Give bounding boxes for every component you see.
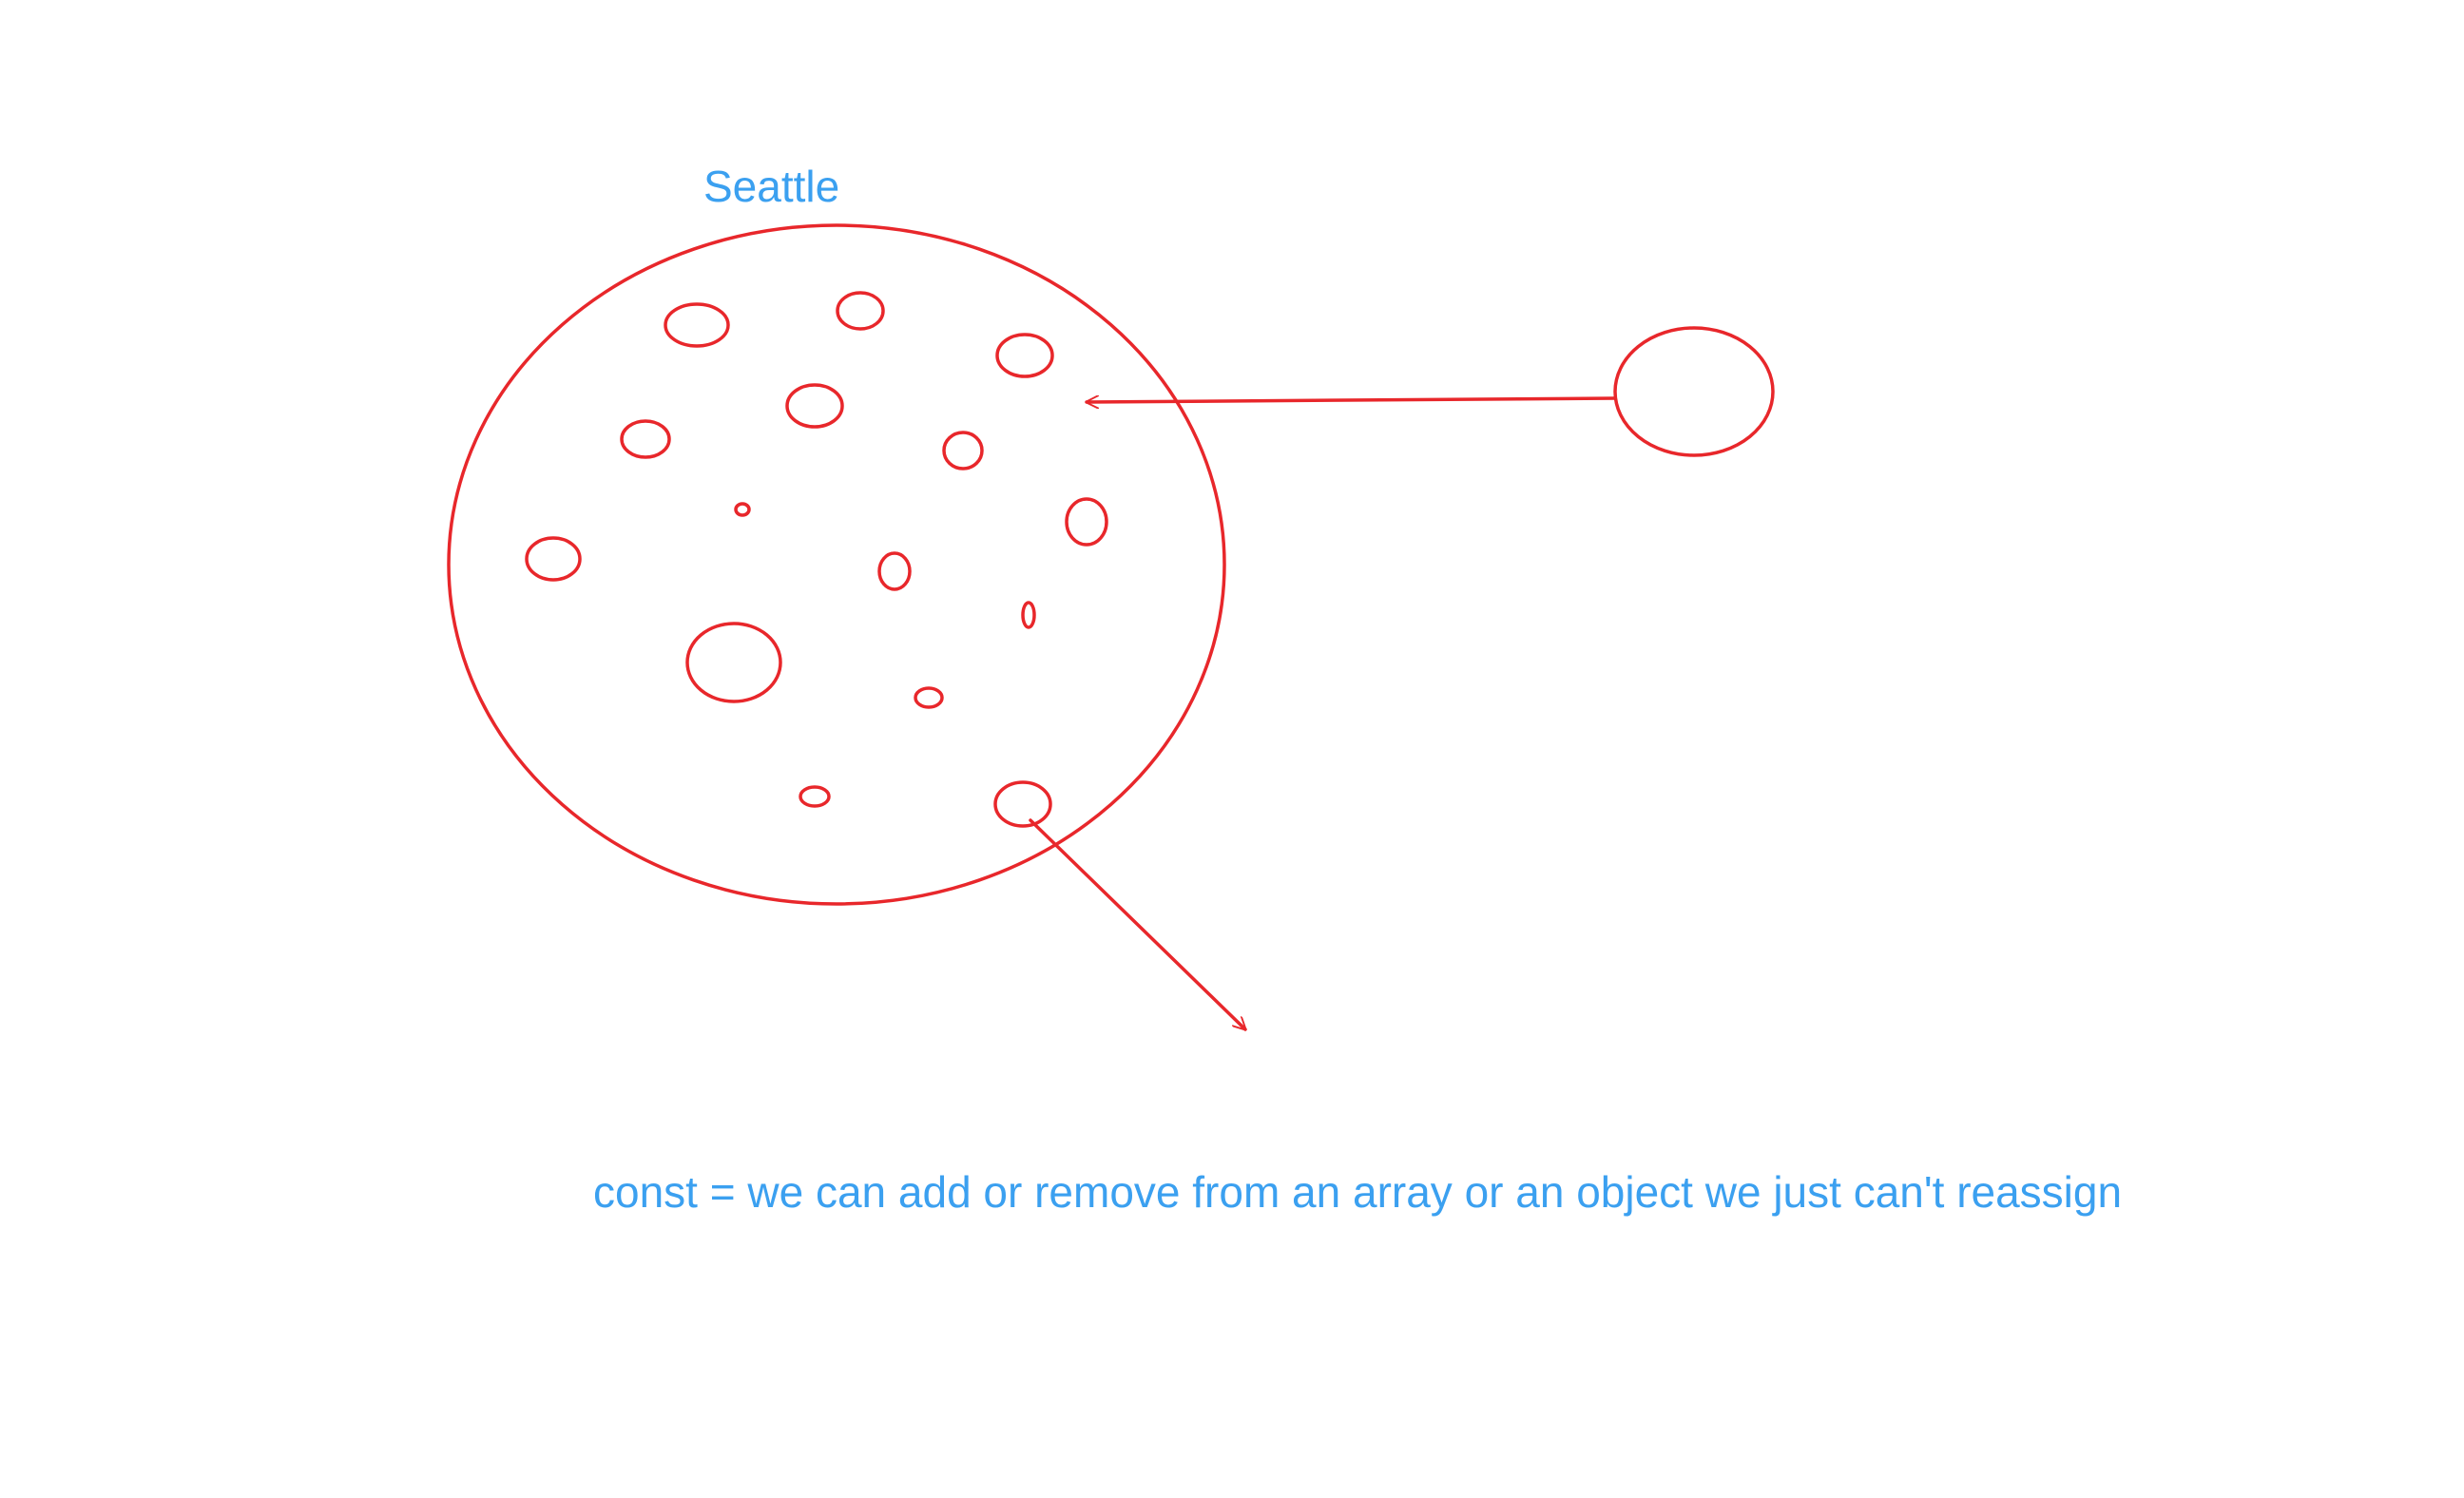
item-circle xyxy=(836,291,885,331)
item-circle xyxy=(785,383,844,429)
arrow-into-container xyxy=(1085,398,1617,402)
item-circle xyxy=(525,536,582,582)
item-circle xyxy=(942,431,984,471)
item-circle xyxy=(799,785,831,808)
item-circle xyxy=(685,622,782,703)
item-circle xyxy=(620,419,671,459)
item-circle xyxy=(664,302,730,348)
container-circle xyxy=(447,223,1226,906)
item-circle xyxy=(995,333,1054,378)
item-circle xyxy=(914,686,944,709)
item-circle xyxy=(734,502,751,517)
item-circle xyxy=(877,551,912,591)
seattle-label: Seattle xyxy=(703,162,840,211)
arrow-out-of-container xyxy=(1029,818,1245,1029)
item-circle xyxy=(1065,497,1108,547)
item-circle xyxy=(993,780,1052,828)
const-note-text: const = we can add or remove from an arr… xyxy=(593,1167,2123,1217)
item-circle xyxy=(1021,601,1036,629)
external-circle xyxy=(1613,326,1775,457)
